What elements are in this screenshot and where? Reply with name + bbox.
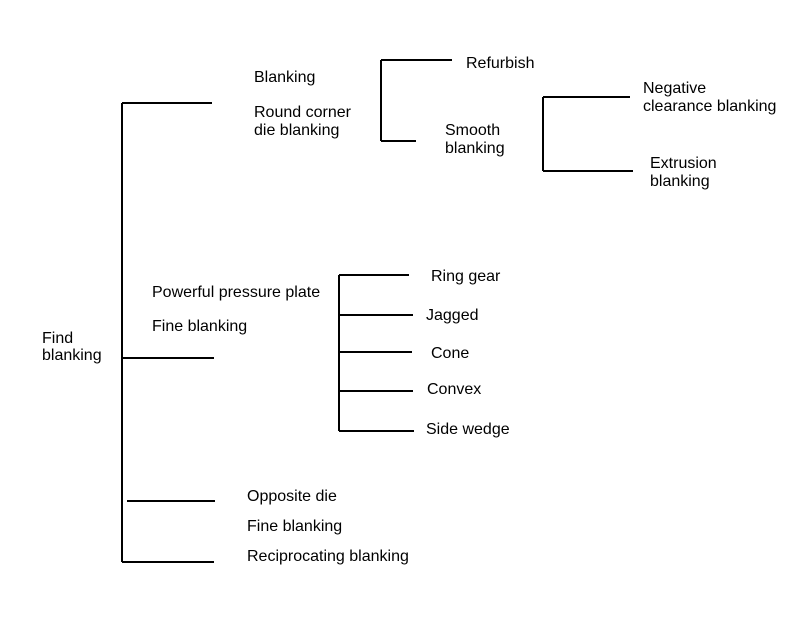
node-negative-clearance-line2: clearance blanking [643, 98, 777, 115]
group2-label-powerful-pressure-plate: Powerful pressure plate [152, 284, 321, 301]
node-fine-blanking-2: Fine blanking [247, 518, 343, 535]
node-convex: Convex [427, 381, 482, 398]
group1-label-round-corner-line1: Round corner [254, 104, 351, 121]
node-smooth-blanking-line1: Smooth [445, 122, 501, 139]
group1-label-blanking: Blanking [254, 69, 316, 86]
node-jagged: Jagged [426, 307, 479, 324]
node-opposite-die: Opposite die [247, 488, 337, 505]
root-label-line2: blanking [42, 347, 102, 364]
node-side-wedge: Side wedge [426, 421, 510, 438]
group1-label-round-corner-line2: die blanking [254, 122, 340, 139]
node-cone: Cone [431, 345, 470, 362]
node-refurbish: Refurbish [466, 55, 535, 72]
group2-label-fine-blanking: Fine blanking [152, 318, 248, 335]
node-ring-gear: Ring gear [431, 268, 501, 285]
root-label-line1: Find [42, 330, 74, 347]
node-extrusion-line1: Extrusion [650, 155, 717, 172]
node-negative-clearance-line1: Negative [643, 80, 707, 97]
node-smooth-blanking-line2: blanking [445, 140, 505, 157]
node-extrusion-line2: blanking [650, 173, 710, 190]
node-reciprocating-blanking: Reciprocating blanking [247, 548, 409, 565]
